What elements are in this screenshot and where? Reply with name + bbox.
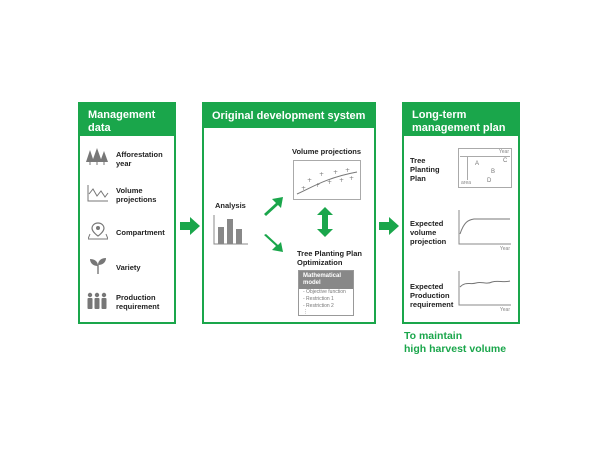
- plan-panel: Long-term management plan: [402, 102, 520, 324]
- chart-year-label: Year: [499, 307, 510, 313]
- volume-projection-chart: Year: [458, 210, 512, 252]
- plan-letter: A: [475, 161, 480, 167]
- scatter-plot-icon: +++ +++ +++: [293, 160, 361, 200]
- plan-letter: C: [503, 158, 508, 164]
- production-chart: Year: [458, 271, 512, 313]
- svg-text:+: +: [319, 171, 324, 178]
- plan-letter: B: [491, 169, 496, 175]
- plan-row-tree-planting: Tree Planting Plan: [410, 156, 440, 183]
- item-production-requirement: Production requirement: [116, 293, 160, 311]
- svg-text:+: +: [345, 167, 350, 174]
- model-line: - Restriction 2: [303, 303, 334, 309]
- plan-title: Long-term management plan: [404, 104, 518, 136]
- svg-text:+: +: [333, 169, 338, 176]
- double-arrow-vertical: [317, 207, 333, 237]
- chart-divider-v: [467, 156, 468, 180]
- svg-text:+: +: [339, 177, 344, 184]
- planting-plan-chart: Year area A B C D: [458, 148, 512, 188]
- svg-text:+: +: [315, 182, 320, 189]
- system-title: Original development system: [204, 104, 374, 128]
- chart-year-label: Year: [499, 246, 510, 252]
- flow-arrow-right-2: [379, 217, 399, 235]
- arrow-to-volume: [264, 197, 283, 216]
- model-line: - Objective function: [303, 289, 346, 295]
- item-afforestation-year: Afforestation year: [116, 150, 163, 168]
- svg-text:+: +: [301, 185, 306, 192]
- bar-chart-icon: [213, 215, 248, 245]
- footer-goal-text: To maintain high harvest volume: [404, 330, 507, 355]
- plan-row-volume: Expected volume projection: [410, 219, 447, 246]
- mathematical-model-box: Mathematical model - Objective function …: [298, 270, 354, 316]
- optimization-label: Tree Planting Plan Optimization: [297, 249, 363, 267]
- management-data-title: Management data: [80, 104, 174, 136]
- chart-year-label: Year: [498, 149, 509, 155]
- volume-projections-label: Volume projections: [292, 147, 362, 156]
- production-line-icon: [458, 271, 511, 306]
- volume-curve-icon: [458, 210, 511, 245]
- sprout-icon: [90, 258, 106, 274]
- management-data-panel: Management data: [78, 102, 176, 324]
- item-compartment: Compartment: [116, 228, 165, 237]
- plan-row-production: Expected Production requirement: [410, 282, 454, 309]
- trees-icon: [86, 148, 108, 165]
- item-variety: Variety: [116, 263, 141, 272]
- svg-text:+: +: [307, 177, 312, 184]
- item-volume-projections: Volume projections: [116, 186, 157, 204]
- line-graph-icon: [87, 185, 109, 202]
- plan-letter: D: [487, 178, 492, 184]
- analysis-label: Analysis: [215, 201, 246, 210]
- chart-area-label: area: [461, 180, 472, 186]
- model-header: Mathematical model: [299, 271, 353, 289]
- chart-divider-h: [460, 156, 510, 157]
- people-icon: [87, 292, 107, 309]
- map-pin-icon: [88, 222, 108, 240]
- model-line: ⋮: [303, 309, 308, 315]
- arrow-to-optimization: [264, 234, 283, 252]
- svg-text:+: +: [349, 175, 354, 182]
- flow-arrow-right-1: [180, 217, 200, 235]
- model-line: - Restriction 1: [303, 296, 334, 302]
- svg-text:+: +: [327, 179, 332, 186]
